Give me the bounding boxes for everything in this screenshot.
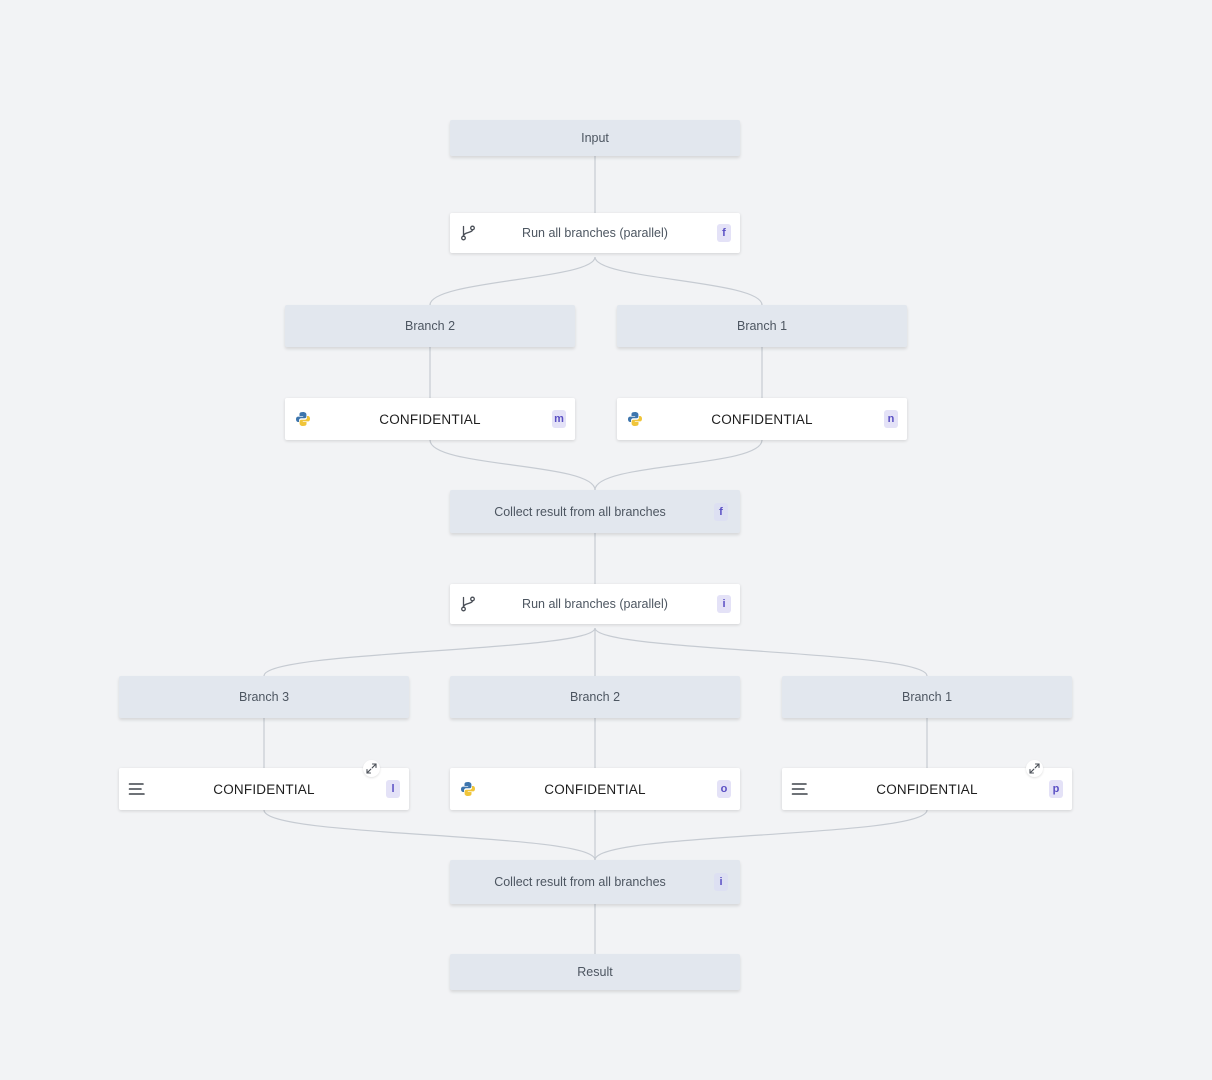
branch-node-a1[interactable]: Branch 1 (617, 305, 907, 347)
menu-lines-icon (791, 780, 809, 798)
parallel-node-2[interactable]: Run all branches (parallel) i (450, 584, 740, 624)
expand-icon[interactable] (363, 760, 380, 777)
input-node[interactable]: Input (450, 120, 740, 156)
step-node-o[interactable]: CONFIDENTIAL o (450, 768, 740, 810)
step-node-n-badge: n (884, 410, 898, 428)
edge-parallel1-branch-a2 (429, 256, 596, 306)
git-fork-icon (459, 595, 477, 613)
collect-node-1-label: Collect result from all branches (494, 504, 666, 519)
edge-step-m-collect1 (429, 439, 596, 491)
edge-step-n-collect1 (594, 439, 763, 491)
step-node-l-label: CONFIDENTIAL (213, 781, 315, 797)
step-node-o-label: CONFIDENTIAL (544, 781, 646, 797)
collect-node-1-badge: f (714, 502, 728, 521)
step-node-p-label: CONFIDENTIAL (876, 781, 978, 797)
edge-step-p-collect2 (594, 809, 928, 861)
collect-node-2[interactable]: Collect result from all branches i (450, 860, 740, 904)
branch-node-b1[interactable]: Branch 1 (782, 676, 1072, 718)
step-node-n[interactable]: CONFIDENTIAL n (617, 398, 907, 440)
branch-node-b2-label: Branch 2 (569, 690, 621, 704)
branch-node-a1-label: Branch 1 (736, 319, 788, 333)
input-node-label: Input (581, 131, 609, 145)
result-node[interactable]: Result (450, 954, 740, 990)
edge-parallel2-branch-b1 (594, 627, 928, 677)
python-icon (459, 780, 477, 798)
git-fork-icon (459, 224, 477, 242)
step-node-p-badge: p (1049, 780, 1063, 798)
result-node-label: Result (577, 965, 613, 979)
branch-node-b3[interactable]: Branch 3 (119, 676, 409, 718)
parallel-node-2-badge: i (717, 595, 731, 613)
collect-node-2-label: Collect result from all branches (494, 875, 666, 889)
parallel-node-1[interactable]: Run all branches (parallel) f (450, 213, 740, 253)
python-icon (294, 410, 312, 428)
branch-node-a2-label: Branch 2 (404, 319, 456, 333)
menu-lines-icon (128, 780, 146, 798)
step-node-l-badge: l (386, 780, 400, 798)
collect-node-1[interactable]: Collect result from all branches f (450, 490, 740, 533)
parallel-node-2-label: Run all branches (parallel) (522, 597, 668, 611)
branch-node-a2[interactable]: Branch 2 (285, 305, 575, 347)
branch-node-b3-label: Branch 3 (238, 690, 290, 704)
edge-step-l-collect2 (263, 809, 596, 861)
parallel-node-1-badge: f (717, 224, 731, 242)
branch-node-b1-label: Branch 1 (901, 690, 953, 704)
edge-parallel2-branch-b3 (263, 627, 596, 677)
edge-parallel1-branch-a1 (594, 256, 763, 306)
expand-icon[interactable] (1026, 760, 1043, 777)
step-node-n-label: CONFIDENTIAL (711, 411, 813, 427)
collect-node-2-badge: i (714, 873, 728, 891)
step-node-m-badge: m (552, 410, 566, 428)
step-node-m[interactable]: CONFIDENTIAL m (285, 398, 575, 440)
parallel-node-1-label: Run all branches (parallel) (522, 226, 668, 240)
python-icon (626, 410, 644, 428)
step-node-m-label: CONFIDENTIAL (379, 411, 481, 427)
branch-node-b2[interactable]: Branch 2 (450, 676, 740, 718)
step-node-o-badge: o (717, 780, 731, 798)
